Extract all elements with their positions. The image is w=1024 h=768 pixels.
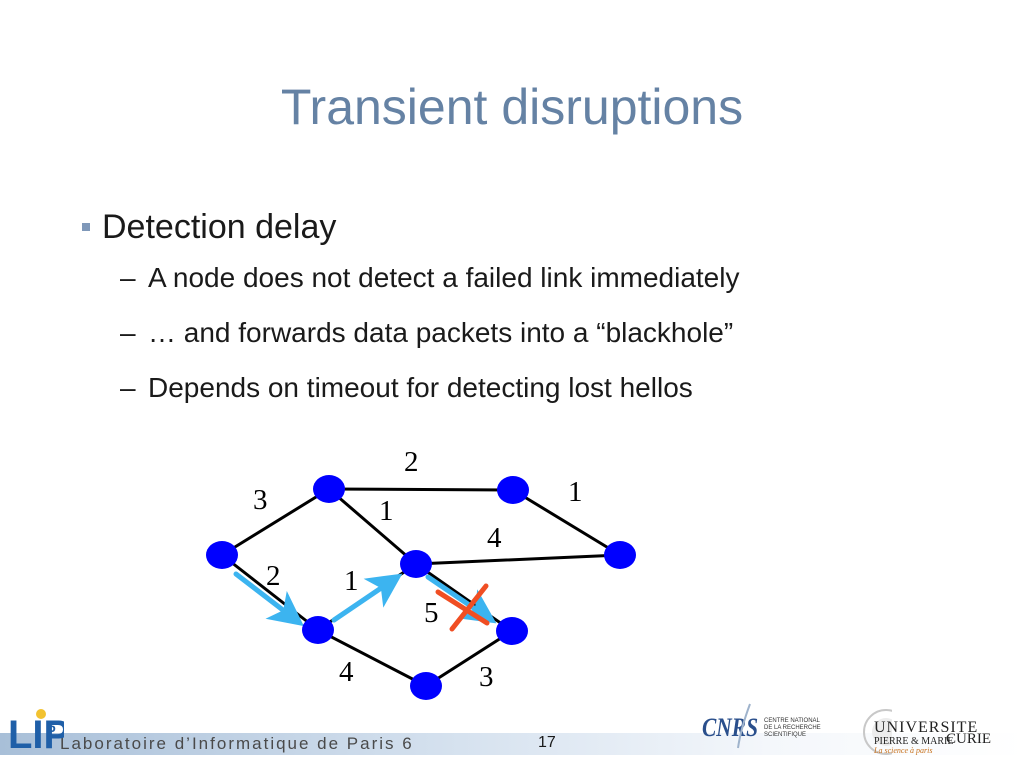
weight-label: 4 [487, 522, 502, 554]
weight-label: 2 [266, 560, 281, 592]
edges [220, 487, 622, 688]
lip6-logo: LIP 6 [8, 709, 64, 757]
weight-label: 2 [404, 446, 419, 478]
edge-weights: 3 2 1 1 4 2 1 5 4 3 [253, 446, 583, 693]
weight-label: 3 [253, 484, 268, 516]
svg-text:6: 6 [48, 719, 56, 735]
subbullet-2: – … and forwards data packets into a “bl… [120, 316, 739, 371]
node-n4 [410, 672, 442, 700]
edge-n2-n6 [327, 487, 418, 566]
square-bullet-icon [82, 223, 90, 231]
upmc-emblem-icon [863, 709, 892, 755]
weight-label: 5 [424, 597, 439, 629]
subbullet-1: – A node does not detect a failed link i… [120, 261, 739, 316]
upmc-line3: CURIE [946, 731, 991, 747]
weight-label: 1 [344, 565, 359, 597]
cnrs-logo: CNRS [702, 703, 758, 749]
bullet-list: Detection delay – A node does not detect… [82, 208, 739, 426]
path-arrow-n3-n6 [331, 573, 403, 623]
node-n6 [400, 550, 432, 578]
forwarding-path [233, 571, 497, 627]
subbullet-3: – Depends on timeout for detecting lost … [120, 371, 739, 426]
cnrs-subtext: CENTRE NATIONAL DE LA RECHERCHE SCIENTIF… [764, 718, 821, 738]
edge-n1-n2 [220, 487, 331, 557]
edge-n6-n8 [414, 553, 622, 566]
svg-text:LIP: LIP [8, 713, 64, 757]
lab-name: Laboratoire d’Informatique de Paris 6 [60, 734, 414, 753]
dash-marker: – [120, 372, 136, 403]
page-number: 17 [538, 734, 556, 751]
subbullet-text: Depends on timeout for detecting lost he… [148, 372, 693, 403]
edge-n2-n5 [327, 487, 515, 492]
upmc-tagline: La science à paris [874, 746, 933, 755]
subbullet-text: … and forwards data packets into a “blac… [148, 317, 734, 348]
node-n7 [496, 617, 528, 645]
edge-n4-n7 [424, 629, 514, 688]
node-n5 [497, 476, 529, 504]
bullet-text: Detection delay [102, 208, 337, 246]
upmc-line2: PIERRE & MARIE [874, 736, 954, 747]
node-n2 [313, 475, 345, 503]
link-failure-cross-icon [435, 583, 490, 632]
node-n1 [206, 541, 238, 569]
edge-n3-n4 [316, 628, 428, 688]
weight-label: 3 [479, 661, 494, 693]
dash-marker: – [120, 262, 136, 293]
upmc-line1: UNIVERSITE [874, 719, 979, 736]
footer-band [0, 733, 1024, 755]
weight-label: 1 [568, 476, 583, 508]
node-n3 [302, 616, 334, 644]
weight-label: 4 [339, 656, 354, 688]
weight-label: 1 [379, 495, 394, 527]
nodes [206, 475, 636, 700]
dash-marker: – [120, 317, 136, 348]
node-n8 [604, 541, 636, 569]
subbullet-text: A node does not detect a failed link imm… [148, 262, 740, 293]
edge-n5-n8 [511, 488, 622, 557]
bullet-detection-delay: Detection delay [82, 208, 739, 247]
slide-title: Transient disruptions [280, 79, 744, 135]
path-arrow-n1-n3 [233, 571, 304, 627]
path-arrow-n6-n7 [425, 574, 497, 624]
svg-text:CNRS: CNRS [702, 713, 758, 742]
